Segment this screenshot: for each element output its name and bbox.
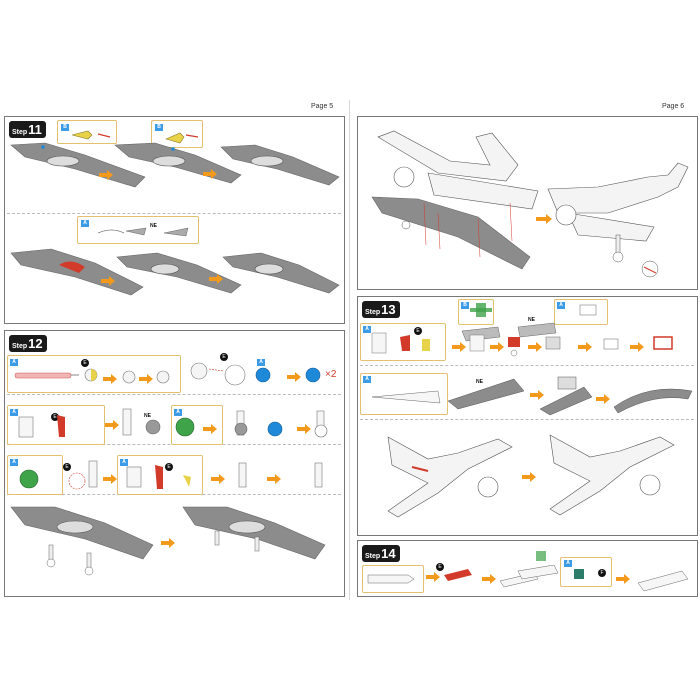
step-11-row1-wings — [10, 142, 340, 188]
step-12-drawings — [10, 362, 328, 576]
airframe-drawing — [371, 130, 689, 278]
page-number-right: Page 6 — [662, 103, 685, 110]
yellow-part-icon-2 — [165, 132, 199, 144]
step-11-row2-wings — [10, 248, 340, 296]
step-14-drawings — [367, 551, 689, 592]
step-13-divider-1 — [360, 365, 694, 366]
page-number-left: Page 5 — [311, 103, 334, 110]
airframe-panel — [357, 116, 698, 290]
step-12-divider-1 — [7, 394, 341, 395]
step-13-callout-2 — [554, 299, 608, 325]
step-11-callout-1: B — [57, 120, 117, 144]
step-11-divider — [7, 213, 341, 214]
yellow-part-icon — [71, 130, 111, 140]
times-two-label: ×2 — [325, 369, 337, 380]
step-13-drawings — [371, 303, 693, 518]
page-fold — [349, 100, 350, 600]
step-11-callout-2: B — [151, 120, 203, 148]
fuselage-part-icon — [97, 227, 189, 237]
step-13-divider-2 — [360, 419, 694, 420]
step-11-callout-3: A NE — [77, 216, 199, 244]
